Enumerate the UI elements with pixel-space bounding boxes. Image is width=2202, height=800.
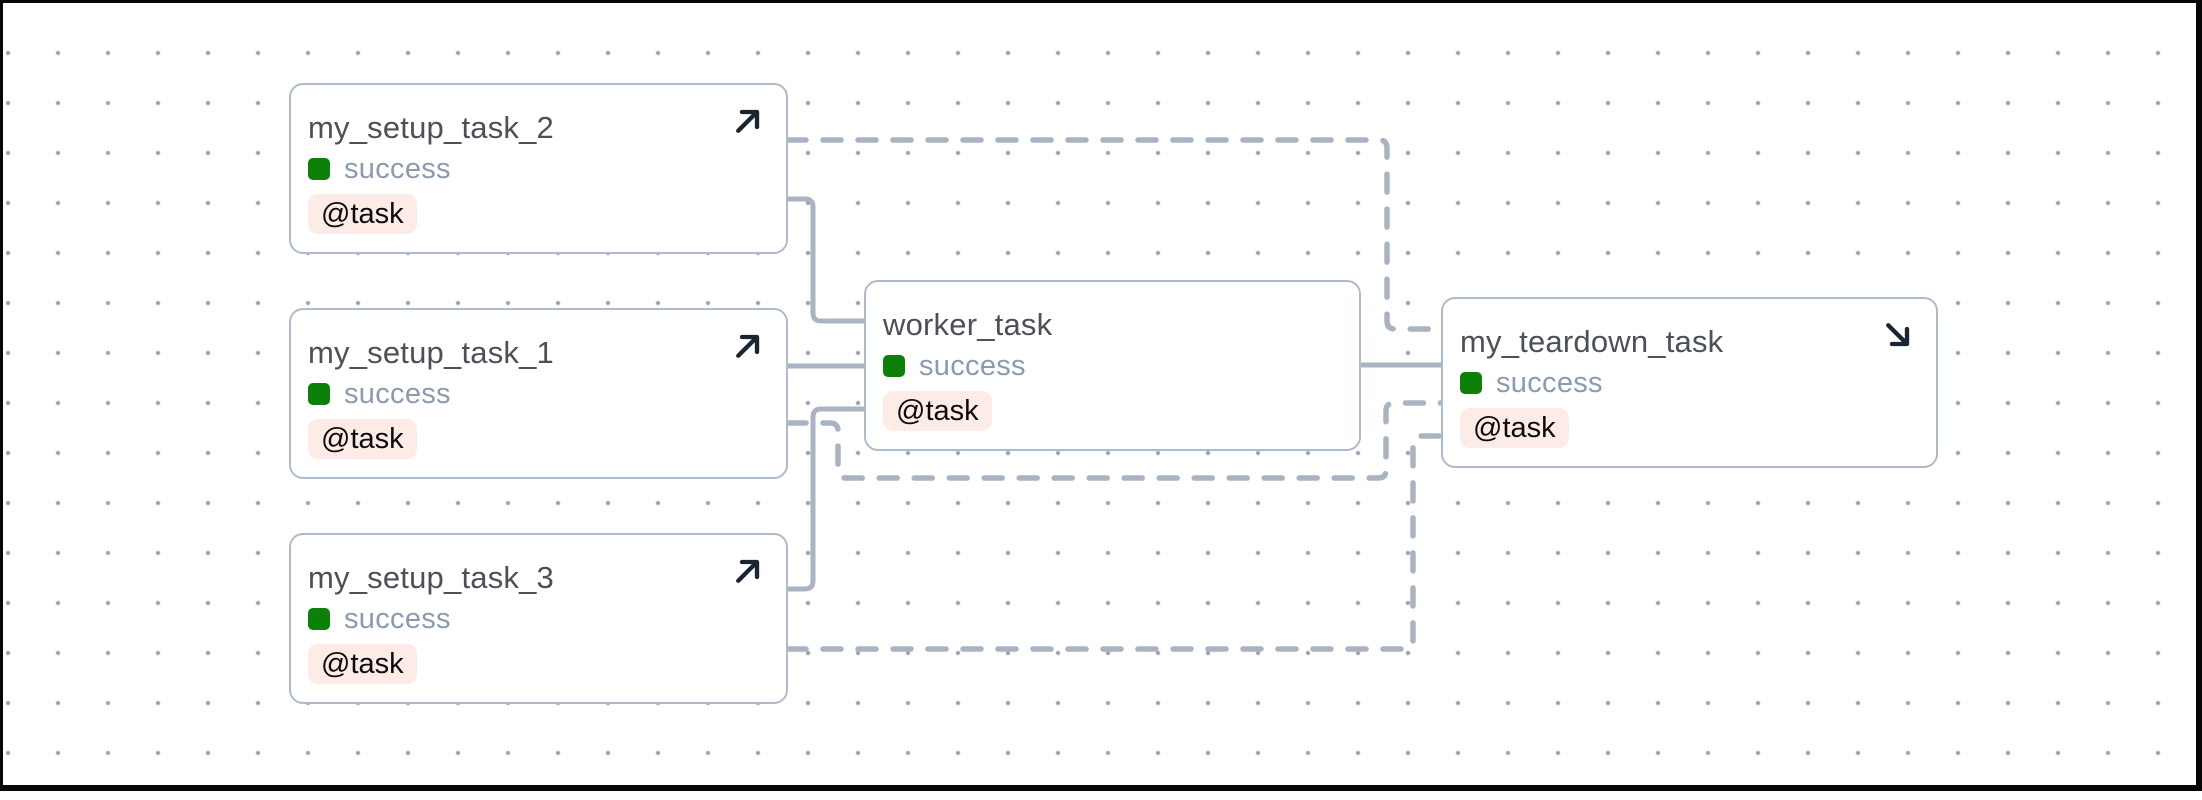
- task-node-worker_task[interactable]: worker_task success @task: [864, 280, 1361, 451]
- success-status-square: [1460, 372, 1482, 394]
- edge-my_setup_task_3-to-worker_task: [788, 406, 864, 592]
- task-status-label: success: [919, 349, 1026, 382]
- task-status-label: success: [344, 152, 451, 185]
- task-status-label: success: [344, 602, 451, 635]
- arrow-up-right-icon: [730, 328, 766, 364]
- task-node-my_teardown_task[interactable]: my_teardown_task success @task: [1441, 297, 1938, 468]
- task-decorator-badge: @task: [1460, 408, 1569, 448]
- task-node-my_setup_task_3[interactable]: my_setup_task_3 success @task: [289, 533, 788, 704]
- task-badge-row: @task: [883, 391, 1335, 431]
- task-node-my_setup_task_2[interactable]: my_setup_task_2 success @task: [289, 83, 788, 254]
- task-status-row: success: [1460, 366, 1912, 399]
- task-badge-row: @task: [308, 194, 762, 234]
- arrow-up-right-icon: [730, 553, 766, 589]
- task-decorator-badge: @task: [308, 419, 417, 459]
- edge-my_setup_task_2-to-worker_task: [788, 196, 864, 324]
- task-name: my_setup_task_1: [308, 335, 554, 370]
- task-name: worker_task: [883, 307, 1053, 342]
- edge-my_setup_task_1-to-my_teardown_task: [785, 400, 1444, 481]
- dag-graph-canvas[interactable]: my_setup_task_2 success @task my_setup_t…: [6, 6, 2199, 788]
- task-decorator-badge: @task: [308, 194, 417, 234]
- arrow-down-right-icon: [1880, 317, 1916, 353]
- task-status-row: success: [308, 152, 762, 185]
- task-status-row: success: [308, 602, 762, 635]
- edge-my_setup_task_3-to-my_teardown_task: [785, 433, 1444, 652]
- success-status-square: [308, 383, 330, 405]
- task-badge-row: @task: [1460, 408, 1912, 448]
- task-node-my_setup_task_1[interactable]: my_setup_task_1 success @task: [289, 308, 788, 479]
- task-status-row: success: [308, 377, 762, 410]
- task-status-label: success: [1496, 366, 1603, 399]
- task-decorator-badge: @task: [883, 391, 992, 431]
- task-status-row: success: [883, 349, 1335, 382]
- task-name: my_teardown_task: [1460, 324, 1724, 359]
- edge-my_setup_task_2-to-my_teardown_task: [785, 137, 1444, 332]
- task-status-label: success: [344, 377, 451, 410]
- arrow-up-right-icon: [730, 103, 766, 139]
- task-name: my_setup_task_3: [308, 560, 554, 595]
- success-status-square: [308, 158, 330, 180]
- task-decorator-badge: @task: [308, 644, 417, 684]
- success-status-square: [308, 608, 330, 630]
- dag-edges-svg: [785, 137, 1444, 652]
- task-name: my_setup_task_2: [308, 110, 554, 145]
- task-badge-row: @task: [308, 644, 762, 684]
- success-status-square: [883, 355, 905, 377]
- task-badge-row: @task: [308, 419, 762, 459]
